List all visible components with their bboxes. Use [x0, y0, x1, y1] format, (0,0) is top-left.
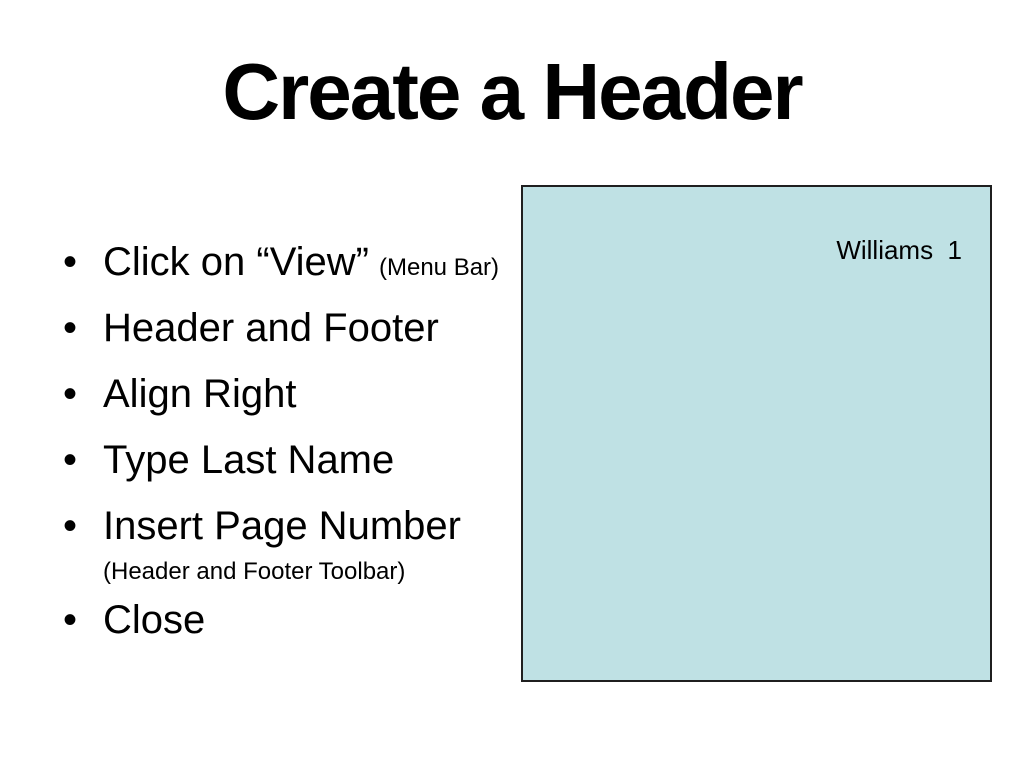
- bullet-text: Align Right: [103, 372, 297, 416]
- list-item: • Close: [63, 597, 533, 652]
- bullet-content: Align Right: [103, 371, 296, 426]
- list-item: • Type Last Name: [63, 437, 533, 492]
- bullet-icon: •: [63, 438, 78, 482]
- bullet-content: Header and Footer: [103, 305, 439, 360]
- list-item: • Header and Footer: [63, 305, 533, 360]
- bullet-icon: •: [63, 372, 78, 416]
- list-item: • Insert Page Number (Header and Footer …: [63, 503, 533, 586]
- bullet-content: Insert Page Number (Header and Footer To…: [103, 503, 461, 586]
- bullet-content: Type Last Name: [103, 437, 394, 492]
- bullet-icon: •: [63, 306, 78, 350]
- list-item: • Align Right: [63, 371, 533, 426]
- bullet-icon: •: [63, 504, 78, 548]
- bullet-text: Type Last Name: [103, 438, 395, 482]
- bullet-icon: •: [63, 240, 78, 284]
- bullet-note: (Header and Footer Toolbar): [103, 558, 406, 585]
- document-header-text: Williams 1: [836, 235, 962, 265]
- bullet-text: Close: [103, 598, 206, 642]
- list-item: • Click on “View” (Menu Bar): [63, 239, 533, 294]
- bullet-text: Header and Footer: [103, 306, 439, 350]
- bullet-list: • Click on “View” (Menu Bar) • Header and…: [63, 239, 533, 663]
- bullet-content: Close: [103, 597, 205, 652]
- slide-title: Create a Header: [222, 47, 803, 136]
- header-preview-box: Williams 1: [521, 185, 992, 682]
- bullet-content: Click on “View” (Menu Bar): [103, 239, 499, 294]
- bullet-note: (Menu Bar): [379, 254, 500, 281]
- bullet-text: Insert Page Number: [103, 504, 461, 548]
- bullet-text: Click on “View”: [103, 240, 369, 284]
- bullet-icon: •: [63, 598, 78, 642]
